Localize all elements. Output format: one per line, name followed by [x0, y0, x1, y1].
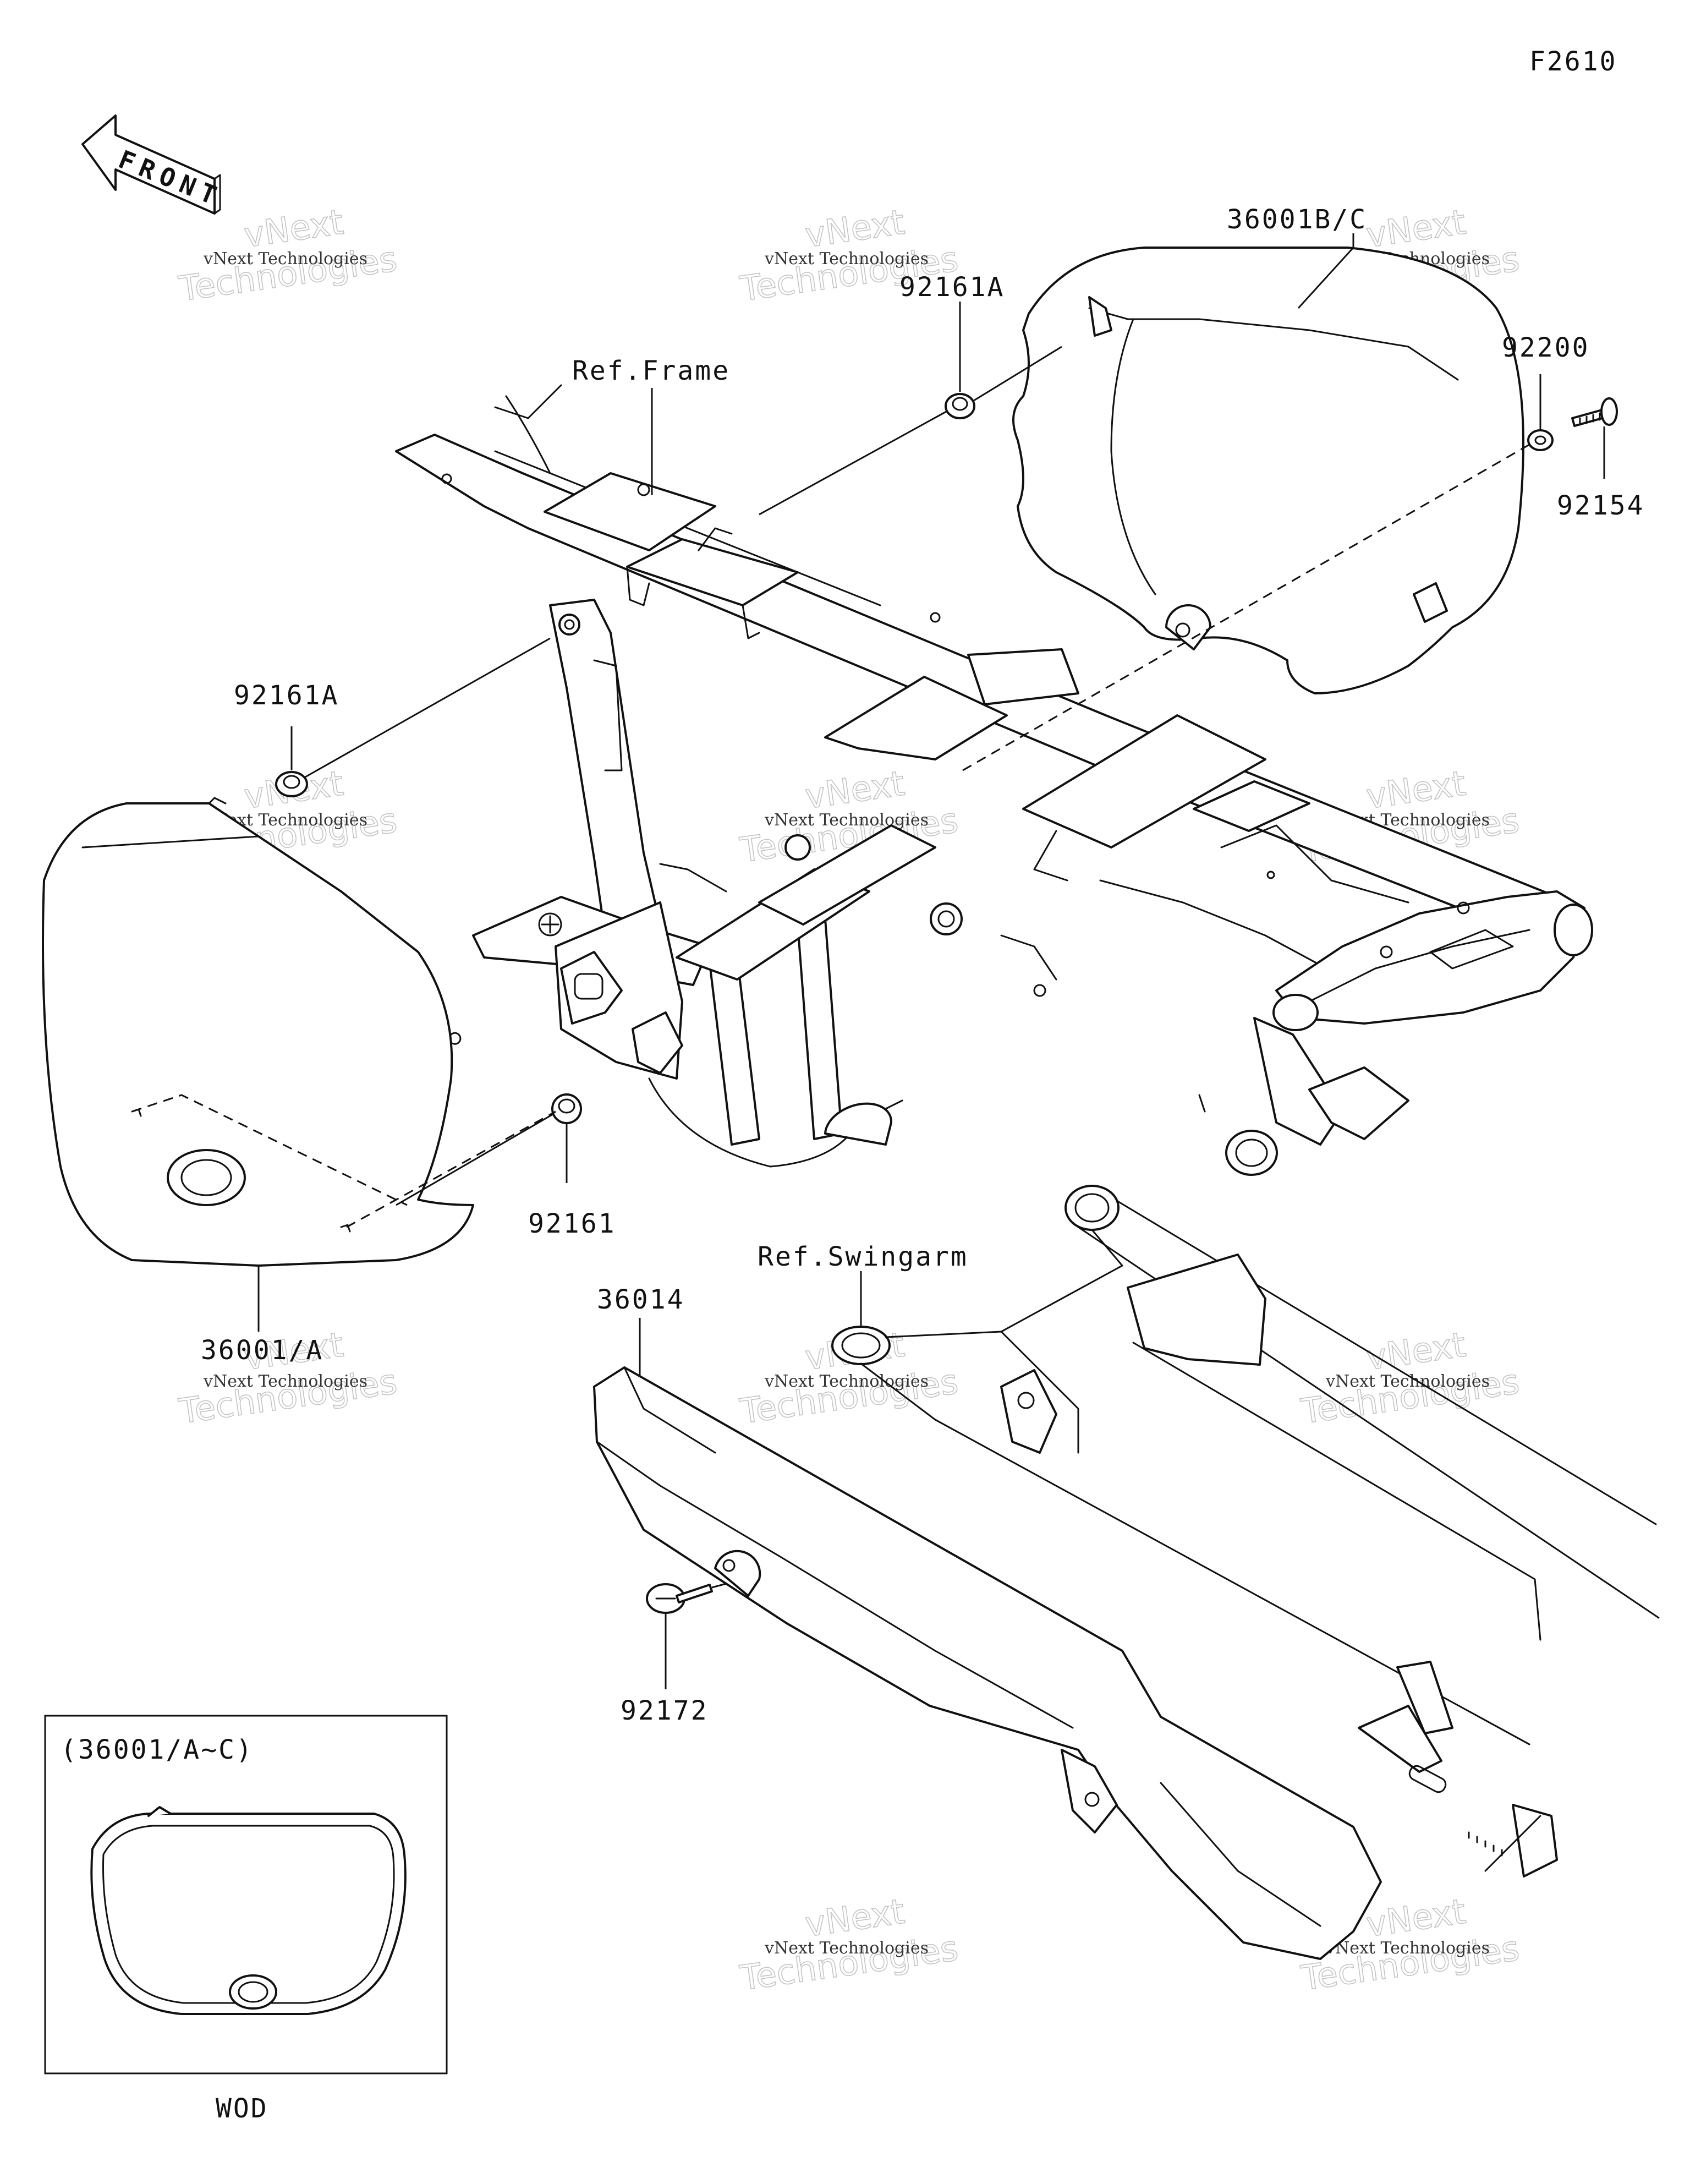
- inset-title: (36001/A~C): [61, 1734, 254, 1765]
- label-36001a: 36001/A: [201, 1335, 323, 1366]
- watermark: Technologies vNext vNext Technologies: [1298, 1324, 1522, 1432]
- watermark-text: vNext Technologies: [1325, 1939, 1490, 1958]
- watermark-text: vNext Technologies: [764, 249, 929, 269]
- inset-side-cover: [90, 1806, 407, 2015]
- front-arrow-icon: FRONT: [81, 114, 227, 215]
- label-92161: 92161: [528, 1208, 616, 1239]
- side-cover-left-36001a: [42, 797, 474, 1267]
- grommet-92161: [551, 1093, 582, 1124]
- chain-cover-36014: [593, 1366, 1382, 1960]
- front-arrow-label: FRONT: [114, 144, 227, 212]
- watermark-text: vNext Technologies: [764, 1939, 929, 1958]
- swingarm: [831, 1185, 1660, 1878]
- label-ref-frame: Ref.Frame: [572, 355, 730, 386]
- screw-92172-icon: [646, 1583, 713, 1614]
- grommet-92161a-left: [275, 771, 308, 797]
- inset-box: (36001/A~C) WOD: [44, 1715, 448, 2124]
- leader-lines: [131, 233, 1605, 1689]
- label-ref-swingarm: Ref.Swingarm: [758, 1241, 968, 1272]
- label-92154: 92154: [1557, 490, 1645, 521]
- label-36001bc: 36001B/C: [1227, 204, 1367, 235]
- label-92172: 92172: [621, 1695, 709, 1726]
- part-labels: 36001B/C 92161A 92200 92154 Ref.Frame 92…: [201, 204, 1645, 1726]
- label-92161a-left: 92161A: [234, 680, 339, 711]
- watermark-text: vNext Technologies: [764, 811, 929, 830]
- label-92200: 92200: [1502, 332, 1590, 363]
- watermark: Technologies vNext vNext Technologies: [176, 201, 400, 310]
- washer-92200: [1527, 429, 1554, 451]
- inset-caption: WOD: [216, 2093, 268, 2124]
- grommet-92161a-top: [945, 393, 975, 419]
- watermark: Technologies vNext vNext Technologies: [737, 1891, 961, 1999]
- watermark-text: vNext Technologies: [203, 1372, 367, 1391]
- watermark-text: vNext Technologies: [764, 1372, 929, 1391]
- watermark-text: vNext Technologies: [203, 249, 367, 269]
- label-36014: 36014: [597, 1284, 685, 1315]
- label-92161a-top: 92161A: [899, 272, 1005, 303]
- bolt-92154-icon: [1571, 397, 1618, 427]
- diagram-code: F2610: [1529, 46, 1617, 77]
- frame: [395, 384, 1593, 1176]
- side-cover-right-36001bc: [1012, 247, 1524, 694]
